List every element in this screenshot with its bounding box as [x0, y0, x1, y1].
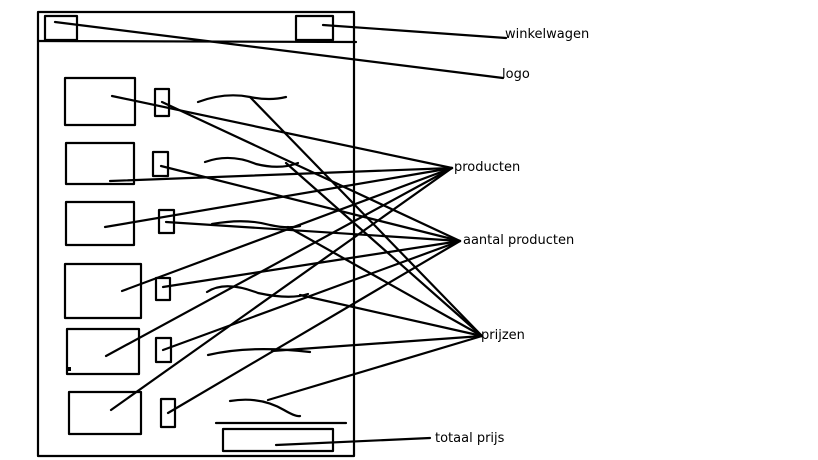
- prices-pointer-line-1: [248, 95, 484, 338]
- stray-mark: [68, 367, 71, 371]
- price-squiggle-5: [206, 348, 312, 357]
- total-box: [221, 427, 335, 453]
- cart-pointer-line: [321, 23, 508, 40]
- price-squiggle-1: [196, 94, 288, 104]
- product-image-6: [67, 390, 143, 436]
- total-pointer-line: [274, 436, 432, 447]
- price-squiggle-6: [228, 398, 302, 418]
- price-squiggle-4: [205, 285, 310, 298]
- prices-pointer-line-4: [298, 293, 484, 338]
- product-image-1: [63, 76, 137, 127]
- quantity-box-2: [151, 150, 170, 178]
- products-pointer-line-2: [108, 166, 454, 183]
- logo-label: logo: [502, 67, 530, 82]
- products-pointer-line-1: [110, 94, 454, 170]
- cart-label: winkelwagen: [505, 27, 590, 42]
- quantity-box-1: [153, 87, 171, 118]
- quantity-pointer-line-6: [166, 239, 462, 415]
- quantity-pointer-line-1: [160, 100, 462, 243]
- quantity-pointer-line-2: [159, 164, 462, 243]
- total-label: totaal prijs: [435, 431, 505, 446]
- quantity-pointer-line-4: [161, 239, 462, 289]
- quantity-box-4: [154, 276, 172, 302]
- quantity-box-5: [154, 336, 173, 364]
- header-divider: [36, 39, 358, 44]
- products-pointer-line-6: [109, 166, 454, 412]
- prices-label: prijzen: [481, 328, 525, 343]
- logo-pointer-line: [53, 20, 505, 80]
- cart-box: [294, 14, 335, 42]
- products-pointer-line-3: [103, 166, 454, 229]
- prices-pointer-line-3: [286, 225, 484, 338]
- prices-pointer-line-2: [284, 161, 484, 338]
- prices-pointer-line-6: [266, 334, 484, 402]
- product-image-4: [63, 262, 143, 320]
- product-image-2: [64, 141, 136, 186]
- price-squiggle-2: [203, 156, 300, 168]
- logo-box: [43, 14, 79, 42]
- products-label: producten: [454, 160, 521, 175]
- products-pointer-line-5: [104, 166, 454, 358]
- product-image-3: [64, 200, 136, 247]
- quantity-box-6: [159, 397, 177, 429]
- product-image-5: [65, 327, 141, 376]
- quantity-label: aantal producten: [463, 233, 575, 248]
- prices-pointer-line-5: [270, 334, 484, 353]
- quantity-pointer-line-5: [161, 239, 462, 352]
- quantity-pointer-line-3: [164, 220, 462, 243]
